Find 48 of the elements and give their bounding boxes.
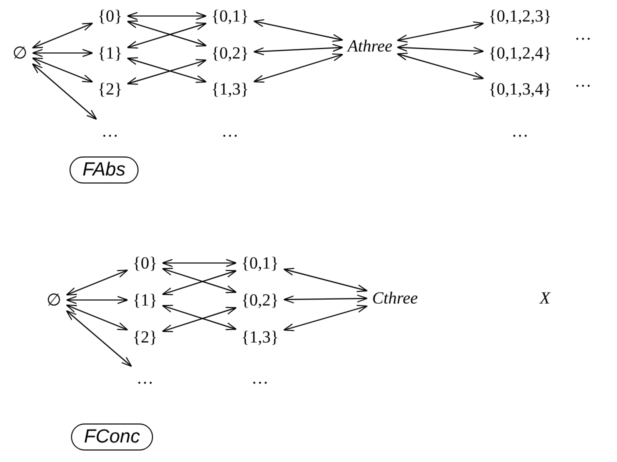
double-arrow xyxy=(32,57,94,83)
double-arrow xyxy=(66,270,128,296)
set-label: {1,3} xyxy=(206,76,254,102)
ellipsis: … xyxy=(574,26,592,42)
double-arrow xyxy=(66,304,128,330)
set-label: {1} xyxy=(92,40,128,66)
double-arrow xyxy=(126,12,207,20)
ellipsis: … xyxy=(252,370,268,386)
double-arrow xyxy=(32,49,94,57)
double-arrow xyxy=(253,19,344,42)
double-arrow xyxy=(396,21,484,42)
set-label: {0,1,2,3} xyxy=(483,4,557,28)
set-label: {0} xyxy=(92,4,128,28)
double-arrow xyxy=(162,259,237,267)
tag-box: FConc xyxy=(71,424,153,450)
double-arrow xyxy=(396,52,484,80)
double-arrow xyxy=(66,296,128,304)
double-arrow xyxy=(66,310,132,367)
variable-label: X xyxy=(540,290,550,306)
double-arrow xyxy=(283,268,368,292)
set-label: {0,1,2,4} xyxy=(483,40,557,66)
set-label: {2} xyxy=(128,324,162,350)
empty-set-symbol: ∅ xyxy=(8,40,32,66)
ellipsis: … xyxy=(574,72,592,90)
state-label: Cthree xyxy=(367,286,423,310)
double-arrow xyxy=(32,63,97,120)
double-arrow xyxy=(32,22,94,48)
state-label: Athree xyxy=(342,34,398,58)
empty-set-symbol: ∅ xyxy=(42,288,66,312)
double-arrow xyxy=(283,294,368,304)
set-label: {0} xyxy=(128,250,162,276)
double-arrow xyxy=(283,304,368,332)
ellipsis: … xyxy=(222,122,238,140)
set-label: {1} xyxy=(128,288,162,312)
ellipsis: … xyxy=(512,122,528,140)
set-label: {0,1,3,4} xyxy=(483,76,557,102)
set-label: {0,1} xyxy=(206,4,254,28)
double-arrow xyxy=(253,54,344,83)
set-label: {0,1} xyxy=(236,250,284,276)
tag-box: FAbs xyxy=(70,156,138,184)
set-label: {1,3} xyxy=(236,324,284,350)
ellipsis: … xyxy=(132,366,158,390)
set-label: {0,2} xyxy=(206,40,254,66)
double-arrow xyxy=(253,44,344,56)
set-label: {0,2} xyxy=(236,288,284,312)
set-label: {2} xyxy=(92,76,128,102)
double-arrow xyxy=(396,44,484,55)
ellipsis: … xyxy=(96,118,124,144)
